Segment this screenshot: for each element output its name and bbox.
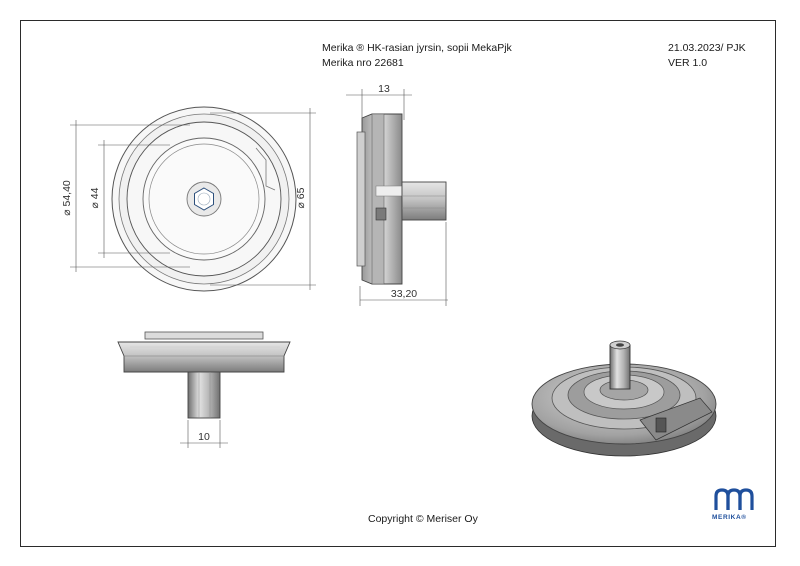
part-number: Merika nro 22681 <box>322 57 404 69</box>
dim-side-thickness: 13 <box>378 83 390 95</box>
dim-side-length: 33,20 <box>391 288 417 300</box>
version: VER 1.0 <box>668 57 708 69</box>
date-author: 21.03.2023/ PJK <box>668 42 746 54</box>
front-dimension-lines <box>70 108 316 290</box>
merika-logo-text: MERIKA® <box>712 514 747 521</box>
side-view <box>356 113 447 285</box>
front-view <box>111 106 297 292</box>
dim-front-inner: ⌀ 44 <box>89 187 101 208</box>
dim-shaft-width: 10 <box>198 431 210 443</box>
dim-front-mid: ⌀ 54,40 <box>61 180 73 216</box>
side-dimension-lines <box>346 89 448 306</box>
dim-front-outer: ⌀ 65 <box>295 187 307 208</box>
drawing-frame <box>20 20 776 547</box>
isometric-view <box>531 340 717 457</box>
drawing-title: Merika ® HK-rasian jyrsin, sopii MekaPjk <box>322 42 512 54</box>
bottom-dimension-lines <box>180 420 228 448</box>
copyright: Copyright © Meriser Oy <box>368 513 478 525</box>
bottom-view <box>117 331 291 419</box>
merika-logo-icon <box>714 488 754 510</box>
